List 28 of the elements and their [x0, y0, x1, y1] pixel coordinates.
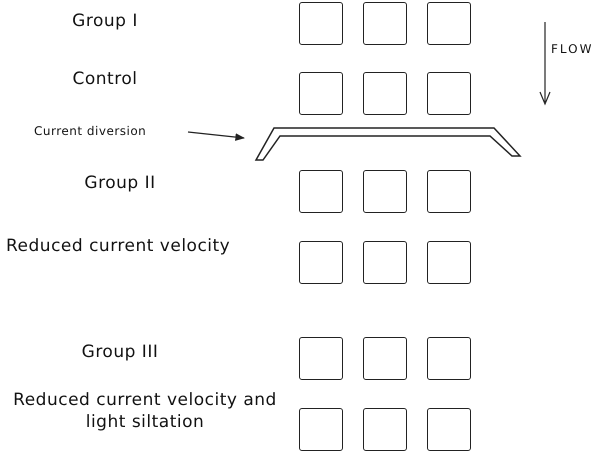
tank-box [427, 337, 471, 380]
tank-box [363, 241, 407, 284]
tank-box [427, 170, 471, 213]
tank-box [427, 72, 471, 115]
tank-box [363, 408, 407, 451]
row-label: FLOW [551, 41, 594, 58]
tank-box [299, 72, 343, 115]
tank-box [363, 72, 407, 115]
tank-box [299, 2, 343, 45]
tank-box [299, 337, 343, 380]
row-label: Group III [80, 341, 160, 363]
tank-box [363, 2, 407, 45]
row-label: Reduced current velocity [6, 235, 232, 257]
tank-box [427, 408, 471, 451]
row-label: Reduced current velocity and light siltation [12, 389, 278, 433]
tank-box [299, 241, 343, 284]
tank-box [363, 170, 407, 213]
tank-box [427, 241, 471, 284]
row-label: Control [72, 68, 138, 90]
tank-box [363, 337, 407, 380]
callout-text: Current diversion [34, 124, 146, 138]
tank-box [427, 2, 471, 45]
row-label: Group II [83, 172, 157, 194]
tank-box [299, 408, 343, 451]
leader-arrow [188, 131, 245, 141]
row-label: Group I [71, 10, 139, 32]
tank-box [299, 170, 343, 213]
diversion-barrier [254, 127, 522, 161]
